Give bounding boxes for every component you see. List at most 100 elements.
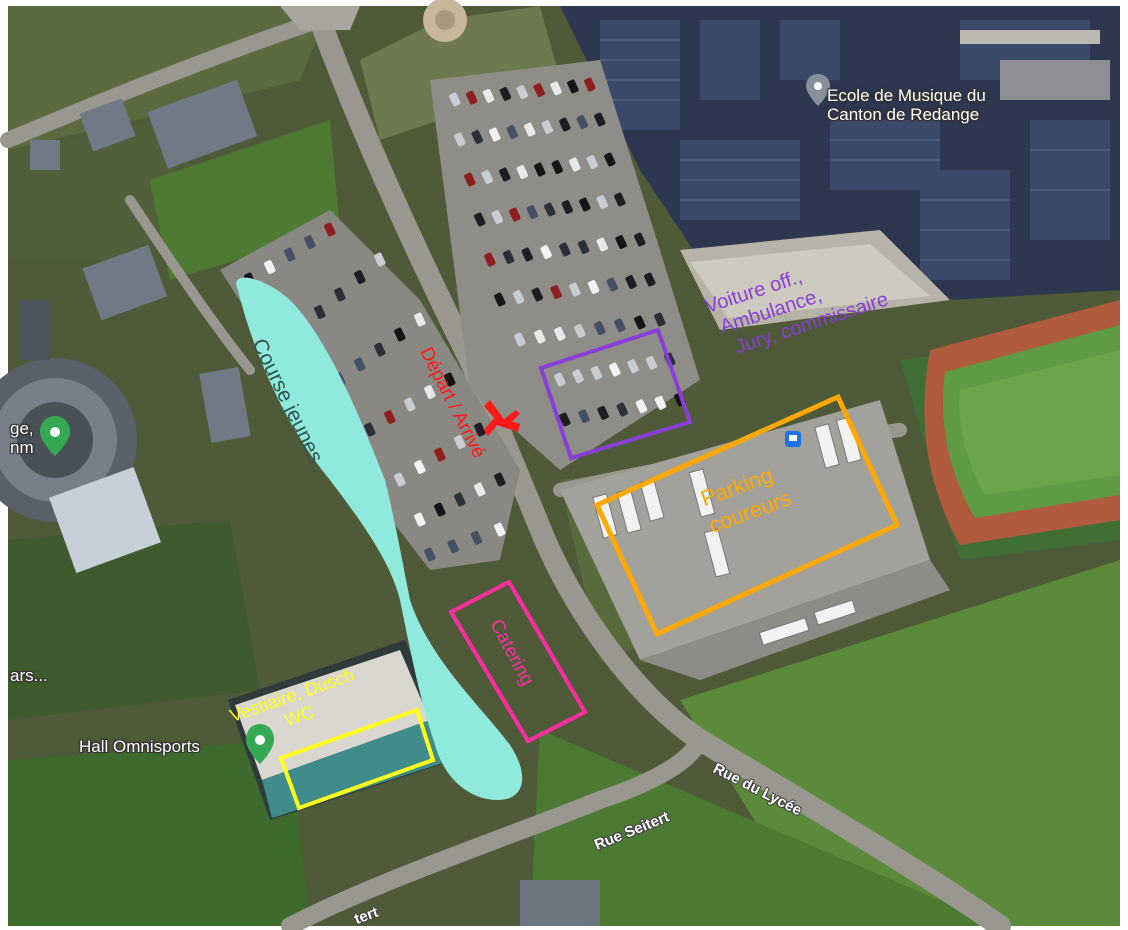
poi-label-cut-bottom[interactable]: ars... bbox=[10, 666, 48, 685]
parked-car bbox=[491, 210, 504, 224]
parked-car bbox=[614, 318, 626, 333]
parked-car bbox=[516, 165, 529, 179]
parked-car bbox=[534, 329, 546, 344]
parked-car bbox=[481, 170, 494, 184]
parked-car bbox=[474, 422, 486, 437]
poi-label-line: Ecole de Musique du bbox=[827, 86, 986, 105]
running-track bbox=[924, 300, 1120, 545]
poi-label-cut[interactable]: ge, nm bbox=[10, 419, 34, 457]
parked-car bbox=[499, 167, 511, 182]
parked-car bbox=[414, 512, 426, 527]
parked-car bbox=[534, 162, 546, 177]
parked-car bbox=[489, 127, 501, 142]
parked-car bbox=[524, 122, 536, 137]
parked-car bbox=[615, 235, 627, 249]
parked-car bbox=[374, 342, 386, 357]
sports-hall bbox=[228, 640, 455, 820]
poi-label-line: ge, bbox=[10, 419, 34, 438]
parked-car bbox=[284, 247, 296, 262]
parked-car bbox=[521, 247, 534, 262]
parked-car bbox=[464, 172, 476, 187]
parked-car bbox=[454, 132, 466, 147]
parked-car bbox=[264, 260, 276, 274]
field-area bbox=[8, 740, 310, 926]
parked-car bbox=[394, 472, 406, 487]
parked-car bbox=[354, 270, 366, 284]
parked-car bbox=[596, 237, 609, 252]
poi-label-line: Canton de Redange bbox=[827, 105, 980, 124]
parked-car bbox=[654, 395, 667, 410]
map-pin-icon[interactable] bbox=[806, 74, 830, 106]
map-pin-icon[interactable] bbox=[246, 724, 274, 764]
green-field bbox=[680, 560, 1120, 926]
parked-car bbox=[494, 522, 506, 537]
voiture-zone bbox=[538, 327, 693, 461]
parked-car bbox=[533, 83, 545, 98]
parked-car bbox=[559, 117, 571, 132]
parked-car bbox=[614, 192, 626, 207]
parked-car bbox=[576, 115, 589, 129]
parked-car bbox=[324, 222, 336, 237]
parked-car bbox=[516, 85, 529, 99]
parked-car bbox=[494, 292, 506, 307]
parked-car bbox=[494, 472, 506, 487]
parked-car bbox=[424, 385, 436, 399]
parked-car bbox=[609, 362, 621, 377]
parked-car bbox=[354, 357, 366, 372]
poi-label-ecole[interactable]: Ecole de Musique du Canton de Redange bbox=[827, 86, 986, 124]
parked-car bbox=[596, 195, 609, 209]
parked-car bbox=[384, 410, 396, 424]
parked-car bbox=[454, 492, 466, 507]
map-pin-icon[interactable] bbox=[40, 416, 70, 456]
parked-car bbox=[314, 305, 326, 319]
parked-car bbox=[578, 409, 590, 424]
parked-car bbox=[304, 235, 316, 249]
parking-coureurs-zone bbox=[593, 393, 901, 638]
poi-label-hall[interactable]: Hall Omnisports bbox=[79, 737, 200, 756]
parked-car bbox=[414, 460, 426, 474]
parked-car bbox=[454, 435, 466, 449]
parked-car bbox=[644, 272, 656, 287]
parked-car bbox=[606, 277, 619, 292]
parked-car bbox=[506, 125, 519, 139]
parked-car bbox=[449, 92, 461, 107]
parked-car bbox=[444, 372, 456, 387]
catering-zone bbox=[448, 579, 588, 744]
parked-car bbox=[471, 130, 484, 144]
parked-car bbox=[526, 205, 539, 219]
parked-car bbox=[577, 240, 590, 254]
parked-car bbox=[424, 547, 436, 562]
parked-car bbox=[364, 422, 376, 437]
parked-car bbox=[484, 252, 496, 267]
parked-car bbox=[447, 539, 459, 554]
parked-car bbox=[559, 242, 571, 257]
parked-car bbox=[645, 355, 658, 370]
parked-car bbox=[550, 81, 562, 96]
parked-car bbox=[625, 275, 637, 289]
parked-car bbox=[561, 200, 574, 214]
parked-car bbox=[590, 365, 603, 380]
vestiaire-zone bbox=[278, 707, 436, 811]
parked-car bbox=[465, 90, 478, 105]
parked-car bbox=[594, 321, 606, 336]
parked-car bbox=[634, 315, 646, 330]
parked-buses bbox=[592, 416, 863, 646]
parked-car bbox=[514, 332, 526, 347]
parked-car bbox=[634, 232, 646, 247]
parked-car bbox=[474, 482, 486, 497]
parked-car bbox=[502, 250, 515, 264]
start-finish-flag-icon bbox=[484, 400, 520, 436]
parked-car bbox=[594, 112, 606, 127]
parked-car bbox=[550, 285, 562, 299]
parked-car bbox=[531, 287, 544, 302]
parked-car bbox=[586, 155, 599, 169]
parked-car bbox=[434, 502, 446, 517]
parked-car bbox=[654, 312, 666, 327]
parked-car bbox=[482, 88, 495, 103]
parked-car bbox=[554, 326, 566, 341]
parked-car bbox=[635, 399, 648, 414]
parked-car bbox=[579, 197, 591, 212]
poi-label-line: nm bbox=[10, 438, 34, 457]
parking-lot-west bbox=[220, 210, 520, 570]
